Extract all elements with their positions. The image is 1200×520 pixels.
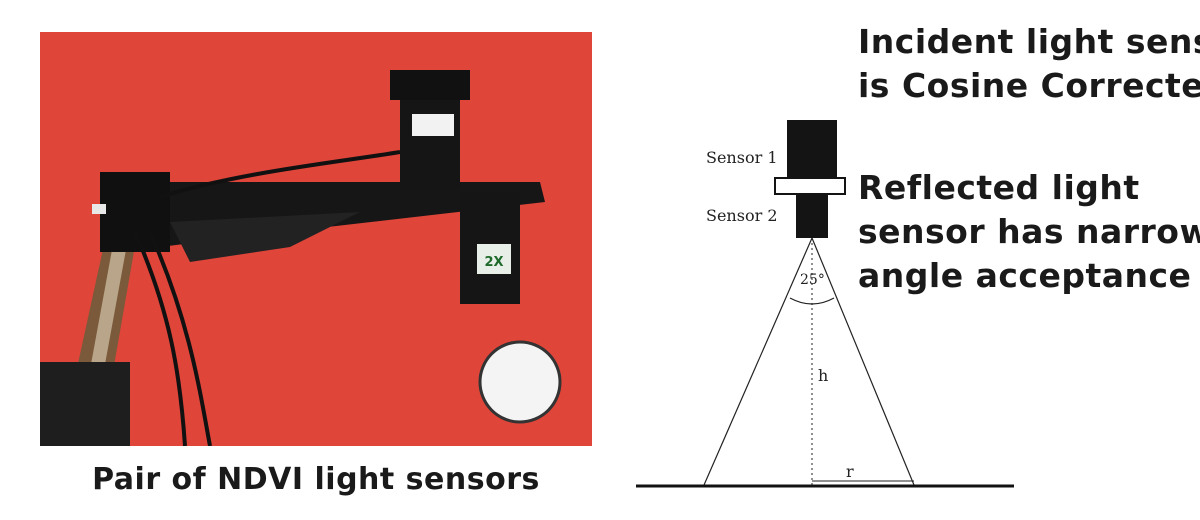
sensor-2-label: Sensor 2	[706, 206, 778, 225]
incident-heading-line: Incident light sensor	[858, 22, 1200, 61]
sensor-photo-illustration: 2X	[40, 70, 562, 446]
incident-sensor-heading: Incident light sensor is Cosine Correcte…	[858, 20, 1200, 108]
incident-sensor-body	[400, 100, 460, 190]
sensor-photo: 2X	[40, 32, 592, 446]
sensor-1-label: Sensor 1	[706, 148, 778, 167]
reflected-heading-line: sensor has narrow	[858, 212, 1200, 251]
reflected-sensor-heading: Reflected light sensor has narrow angle …	[858, 166, 1200, 298]
cable	[148, 231, 212, 446]
photo-caption: Pair of NDVI light sensors	[92, 462, 540, 497]
sensor-tag-text: 2X	[484, 255, 503, 270]
reflected-heading-line: Reflected light	[858, 168, 1140, 207]
reflected-sensor-label	[477, 244, 511, 274]
incident-sensor-label	[412, 114, 454, 136]
cable	[133, 231, 187, 446]
angle-label: 25°	[800, 272, 825, 288]
collar-screw	[92, 204, 106, 214]
reflected-heading-line: angle acceptance	[858, 256, 1192, 295]
sensor-geometry-diagram	[636, 120, 1014, 488]
sensor-1-block	[787, 120, 837, 178]
cone-right-edge	[811, 237, 915, 486]
incident-heading-line: is Cosine Corrected	[858, 66, 1200, 105]
clamp	[40, 362, 130, 446]
diffuser-disc	[478, 340, 562, 424]
cone-left-edge	[703, 237, 813, 486]
cable	[159, 150, 401, 199]
mounting-plate	[774, 177, 846, 195]
incident-sensor-cap	[390, 70, 470, 100]
sensor-2-block	[796, 194, 828, 238]
pole-collar	[100, 172, 170, 252]
height-label: h	[818, 366, 829, 385]
radius-label: r	[846, 462, 854, 481]
arm-plate	[170, 212, 360, 262]
